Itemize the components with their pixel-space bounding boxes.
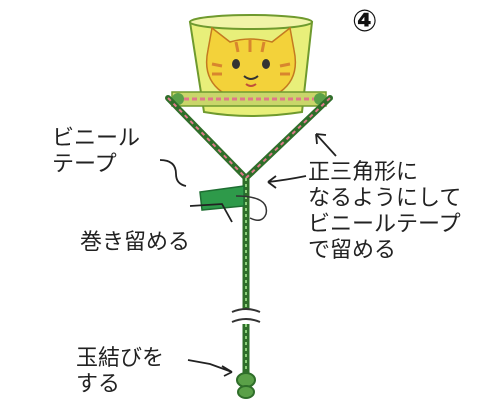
label-equilateral-line3: ビニールテープ <box>308 212 461 237</box>
tape-leader <box>159 159 187 187</box>
triangle-cords <box>165 95 333 181</box>
step-number: ④ <box>352 4 378 39</box>
label-knot-line1: 玉結びを <box>76 346 165 371</box>
cat-face-icon <box>205 26 297 99</box>
label-wrap-fasten: 巻き留める <box>80 230 191 255</box>
knot-icon <box>236 372 256 399</box>
cup-with-cat <box>171 14 327 117</box>
leader-lines <box>159 133 337 377</box>
hanging-rope <box>231 178 261 399</box>
knot-arrow <box>187 359 233 377</box>
label-equilateral-line2: なるようにして <box>308 186 462 211</box>
label-equilateral-line1: 正三角形に <box>308 160 419 185</box>
label-vinyl-tape-line2: テープ <box>52 152 117 177</box>
label-vinyl-tape-line1: ビニール <box>52 126 141 151</box>
cord-arrow <box>315 133 337 157</box>
label-knot-line2: する <box>76 372 121 397</box>
vinyl-tape <box>199 185 268 221</box>
label-equilateral-line4: で留める <box>308 238 397 263</box>
triangle-arrow <box>267 175 307 189</box>
wrap-leader <box>189 203 233 223</box>
